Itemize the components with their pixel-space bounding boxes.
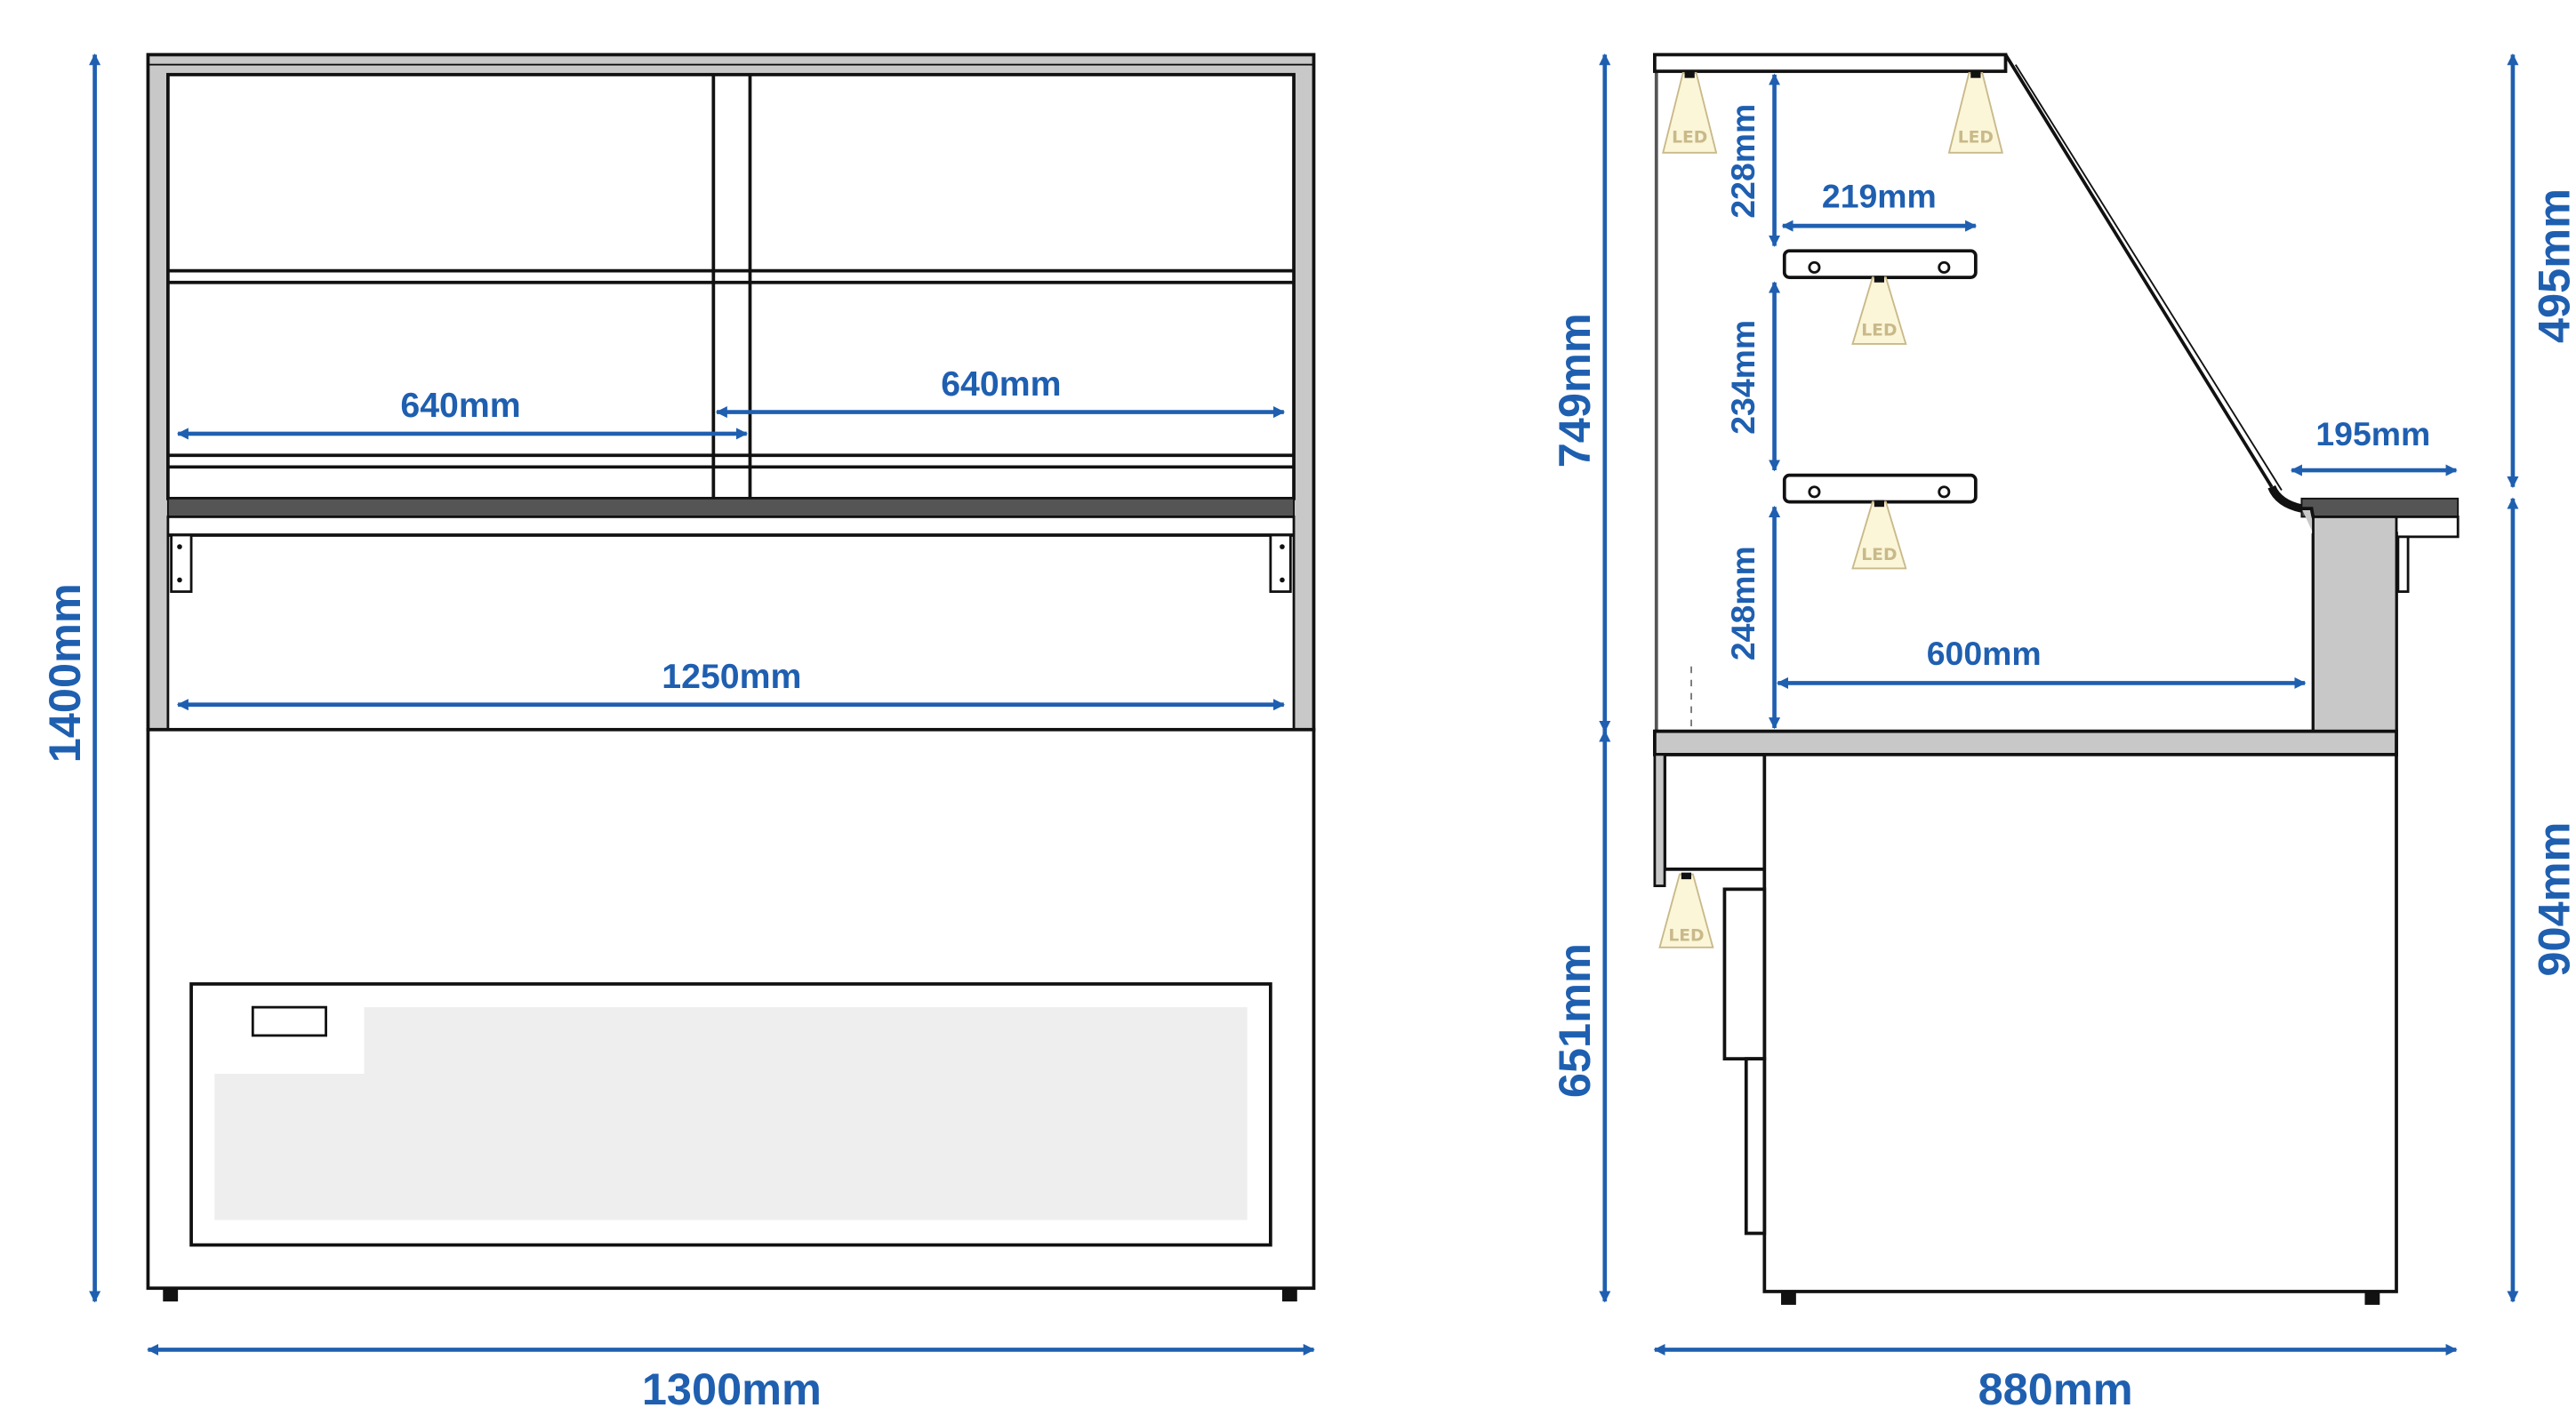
- front-bracket-left-hole-2: [177, 577, 182, 583]
- dimension-lines: [89, 53, 2519, 1356]
- side-drawer-lower: [1744, 1057, 1767, 1236]
- label-glass-left: 640mm: [400, 386, 520, 425]
- side-top-panel: [1653, 52, 2008, 74]
- side-shelf-2-hole-l: [1808, 485, 1821, 499]
- led-light-2: LED: [1947, 71, 2003, 154]
- front-counter-strip: [166, 497, 1295, 518]
- label-display-depth: 600mm: [1927, 635, 2042, 672]
- label-right-upper-height: 495mm: [2529, 188, 2576, 343]
- label-upper-height: 749mm: [1549, 313, 1600, 468]
- side-counter-support: [2396, 535, 2410, 593]
- front-bracket-left-hole-1: [177, 544, 182, 549]
- side-lower-cabinet: [1762, 752, 2398, 1293]
- dimension-labels: 1400mm 1300mm 640mm 640mm 1250mm 749mm 6…: [39, 104, 2576, 1414]
- front-bracket-right-hole-1: [1280, 544, 1285, 549]
- side-shelf-1-hole-l: [1808, 260, 1821, 274]
- side-glass-slope-1: [2003, 53, 2274, 488]
- front-bracket-right-hole-2: [1280, 577, 1285, 583]
- side-shelf-2-hole-r: [1938, 485, 1951, 499]
- side-lower-front: [1654, 752, 1767, 886]
- side-shelf-1-hole-r: [1938, 260, 1951, 274]
- led-light-1: LED: [1662, 71, 1718, 154]
- led-light-4: LED: [1851, 500, 1907, 570]
- led-label-3: LED: [1861, 322, 1897, 340]
- front-display-screen: [214, 1007, 1248, 1220]
- label-front-height: 1400mm: [39, 583, 90, 763]
- label-front-width: 1300mm: [642, 1364, 822, 1414]
- label-shelf-depth: 219mm: [1822, 178, 1937, 215]
- side-back-wall-fill: [2312, 516, 2398, 733]
- label-lower-height: 651mm: [1549, 943, 1600, 1098]
- front-interior: [166, 516, 1296, 732]
- front-control-box: [251, 1005, 327, 1037]
- label-depth: 880mm: [1978, 1364, 2133, 1414]
- side-glass-curve: [2267, 484, 2303, 513]
- front-bracket-left: [170, 533, 193, 593]
- front-foot-left: [163, 1288, 179, 1302]
- led-label-1: LED: [1672, 129, 1707, 148]
- label-interior-width: 1250mm: [662, 657, 801, 696]
- side-counter-lip: [2393, 516, 2460, 539]
- side-foot-left: [1781, 1291, 1796, 1305]
- label-shelf-gap-mid: 234mm: [1724, 320, 1761, 435]
- side-view: LED LED LED LED LED: [1653, 52, 2460, 1305]
- side-back-wall: [1653, 507, 2398, 756]
- led-label-5: LED: [1668, 926, 1704, 945]
- label-glass-right: 640mm: [941, 364, 1061, 404]
- led-light-5: LED: [1658, 872, 1714, 948]
- led-light-3: LED: [1851, 276, 1907, 345]
- side-floor-plate: [1653, 729, 2398, 756]
- front-bracket-right: [1269, 533, 1292, 593]
- led-label-2: LED: [1958, 129, 1994, 148]
- label-shelf-gap-top: 228mm: [1724, 104, 1761, 219]
- label-counter-depth: 195mm: [2315, 415, 2430, 452]
- led-label-4: LED: [1861, 546, 1897, 564]
- label-right-lower-height: 904mm: [2529, 822, 2576, 977]
- side-glass-slope-2: [2014, 64, 2283, 491]
- side-upper-wall: [1654, 54, 1658, 732]
- side-lower-front-panel: [1653, 753, 1666, 888]
- side-counter-top: [2300, 497, 2460, 518]
- side-foot-right: [2364, 1291, 2380, 1305]
- front-foot-right: [1281, 1288, 1297, 1302]
- label-shelf-gap-bottom: 248mm: [1724, 546, 1761, 660]
- side-drawer-upper: [1722, 887, 1767, 1060]
